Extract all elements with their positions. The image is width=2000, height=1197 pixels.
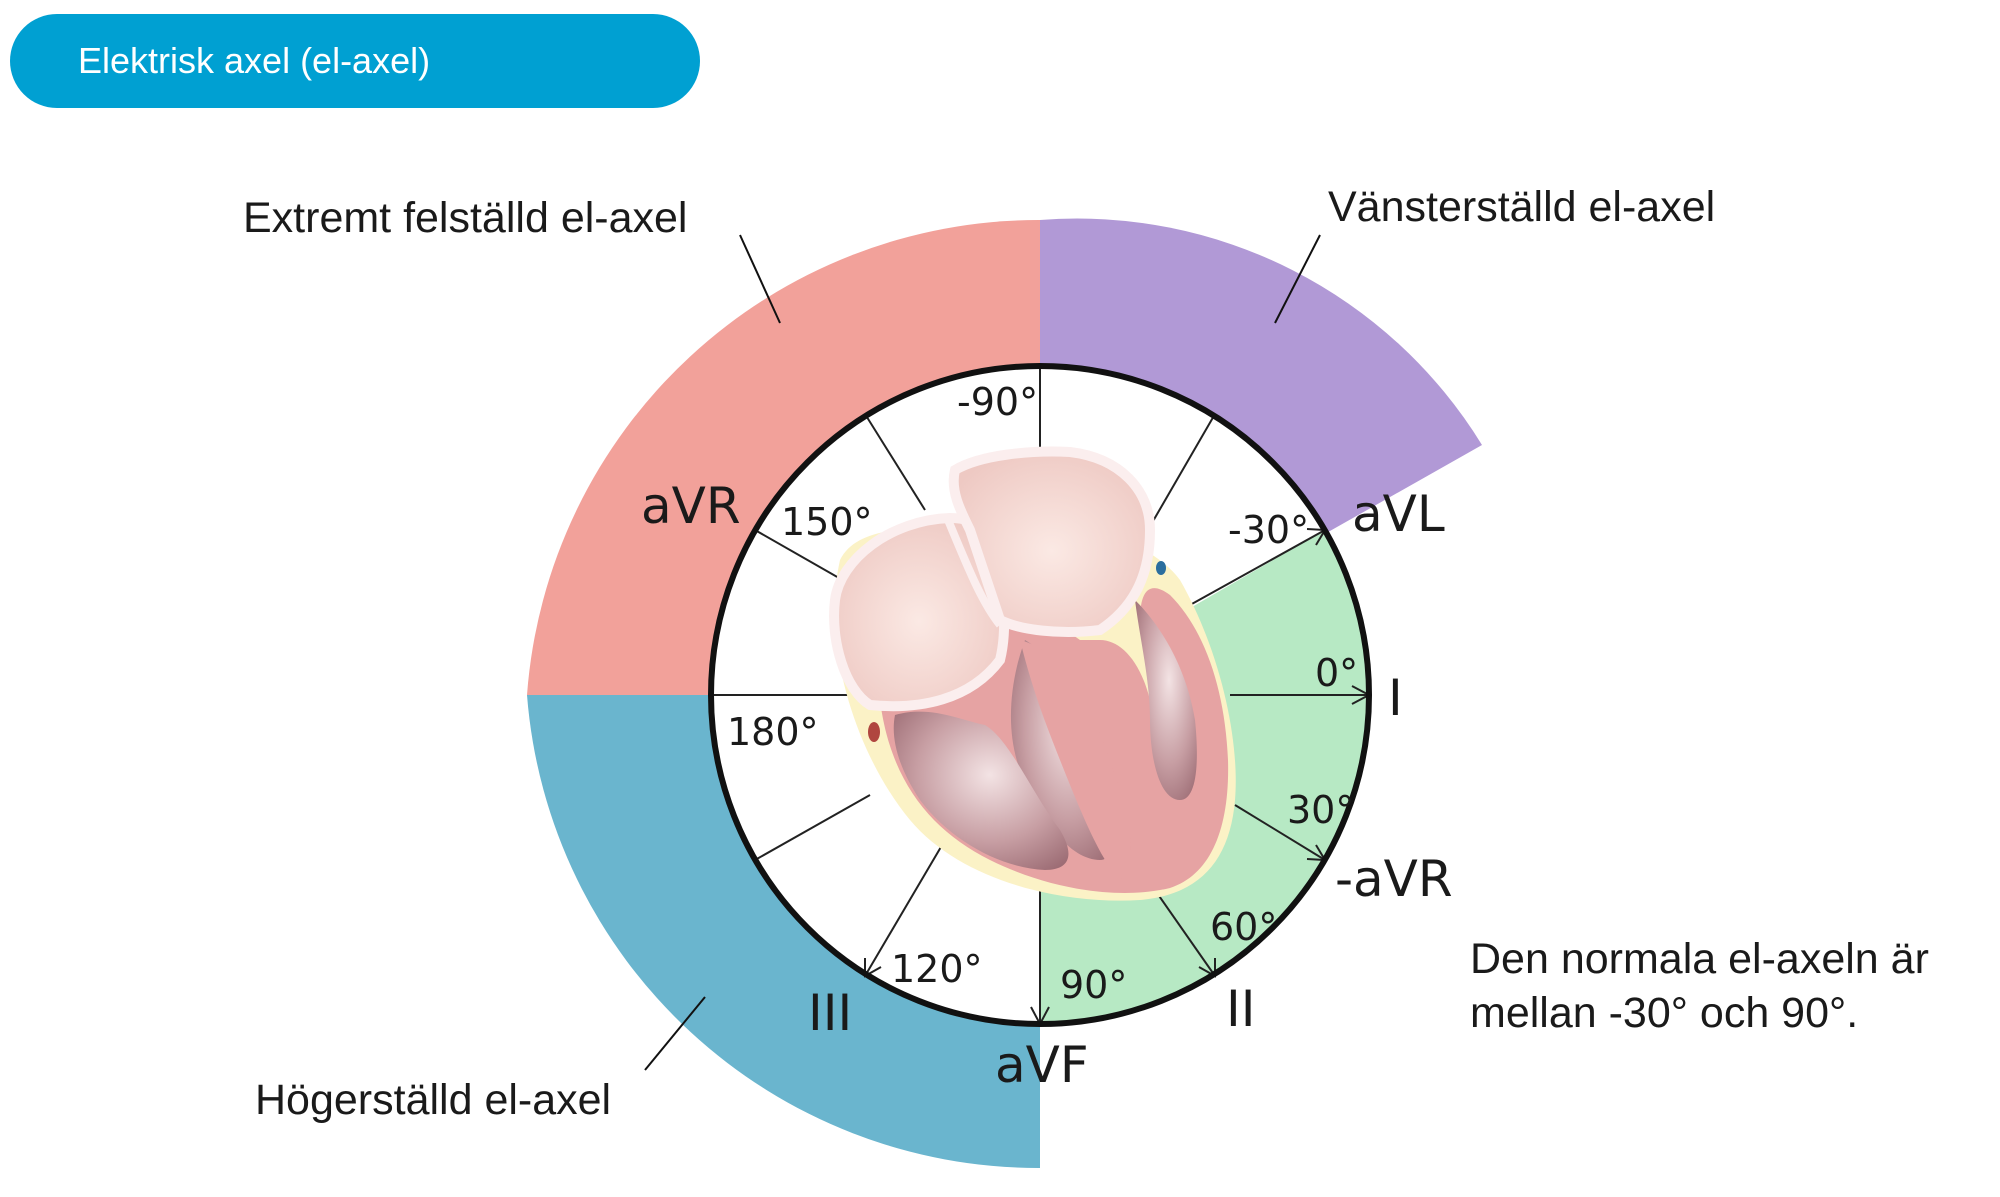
spoke-150-left (754, 794, 871, 861)
heart-illustration (829, 446, 1236, 901)
valve-line (944, 518, 1004, 628)
angle-label-minus-90: -90° (957, 380, 1038, 424)
spoke-120 (864, 834, 949, 977)
axis-spokes (711, 366, 1369, 1024)
angle-label-60: 60° (1210, 905, 1277, 949)
lead-label-aVR: aVR (641, 477, 741, 535)
lead-label-III: III (808, 984, 852, 1042)
normal-axis-note-line2: mellan -30° och 90°. (1470, 989, 1859, 1037)
spoke-150 (864, 413, 926, 511)
leader-extreme (739, 234, 781, 324)
lead-label-aVF: aVF (995, 1036, 1089, 1094)
septum (1020, 640, 1131, 880)
right-axis-label: Högerställd el-axel (255, 1076, 611, 1124)
left-atrium (948, 446, 1156, 637)
lead-label-minus-aVR: -aVR (1335, 850, 1453, 908)
angle-label-150: 150° (781, 500, 873, 544)
sinus-node (868, 722, 880, 742)
spoke-30 (1234, 804, 1326, 861)
extreme-axis-label: Extremt felställd el-axel (243, 194, 688, 242)
angle-label-120: 120° (891, 947, 983, 991)
right-ventricle-cavity (893, 711, 1069, 870)
hexaxial-outline (708, 363, 1372, 1027)
angle-label-180: 180° (727, 710, 819, 754)
left-ventricle-cavity-upper (1135, 600, 1197, 800)
lead-label-II: II (1226, 980, 1256, 1038)
lead-label-aVL: aVL (1352, 485, 1445, 543)
angle-label-90: 90° (1060, 963, 1127, 1007)
lead-label-I: I (1388, 669, 1403, 727)
leader-right (644, 996, 706, 1071)
spoke-minus-60 (1144, 413, 1216, 536)
leader-left (1274, 234, 1321, 324)
normal-axis-note: Den normala el-axeln är mellan -30° och … (1470, 932, 1990, 1040)
angle-label-30: 30° (1287, 788, 1354, 832)
angle-label-minus-30: -30° (1228, 508, 1309, 552)
label-leaders (644, 234, 1321, 1071)
title-pill: Elektrisk axel (el-axel) (10, 14, 700, 108)
av-node (1156, 561, 1166, 575)
normal-axis-note-line1: Den normala el-axeln är (1470, 935, 1929, 983)
spoke-minus-30 (1189, 529, 1326, 606)
page-title: Elektrisk axel (el-axel) (78, 40, 431, 81)
left-axis-label: Vänsterställd el-axel (1328, 183, 1715, 231)
angle-label-0: 0° (1315, 651, 1358, 695)
